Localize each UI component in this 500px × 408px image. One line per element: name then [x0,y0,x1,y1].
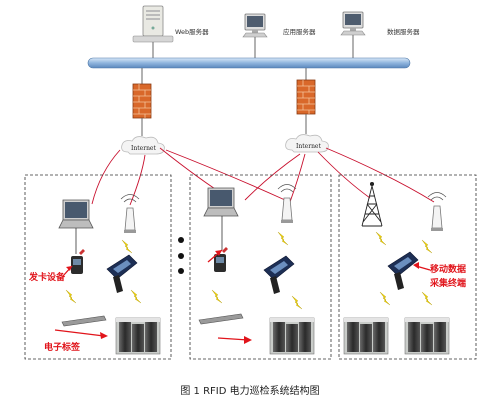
equipment-cabinet-icon [269,317,315,355]
lightning-icon [121,239,133,254]
card-reader-icon [71,249,85,274]
app-server-label: 应用服务器 [283,27,316,36]
db-server-icon [340,11,366,36]
mobile-terminal-icon [263,255,295,295]
mobile-terminal-icon [387,251,419,291]
internet-links [91,147,435,206]
lightning-icon [277,231,289,246]
equipment-cabinet-icon [115,317,161,355]
equipment-cabinet-icon [404,317,450,355]
rfid-tag-icon [198,313,244,325]
lightning-icon [421,291,433,306]
web-server-label: Web服务器 [175,27,209,36]
firewall-icon [296,79,316,115]
ellipsis-dots [178,237,184,274]
equipment-cabinet-icon [343,317,389,355]
app-server-icon [242,13,268,38]
zone-middle [189,174,332,360]
network-backbone [87,57,411,69]
mobile-terminal-label-line2: 采集终端 [429,277,466,289]
antenna-icon [427,192,447,232]
lightning-icon [291,295,303,310]
mobile-terminal-label-line1: 移动数据 [430,263,466,275]
web-server-icon [132,5,174,43]
rfid-tag-label: 电子标签 [44,341,81,353]
rfid-tag-icon [61,315,107,327]
antenna-icon [120,194,140,234]
figure-caption: 图 1 RFID 电力巡检系统结构图 [180,384,319,397]
db-server-label: 数据服务器 [387,27,420,36]
lightning-icon [379,291,391,306]
cell-tower-icon [361,181,383,227]
lightning-icon [65,289,77,304]
lightning-icon [130,289,142,304]
zone-left [24,174,172,360]
lightning-icon [375,231,387,246]
internet-label: Internet [296,143,321,150]
lightning-icon [211,289,223,304]
arrow-icon [54,329,105,337]
arrow-icon [217,337,249,341]
firewall-icon [132,83,152,119]
card-issuer-label: 发卡设备 [28,271,66,283]
laptop-icon [203,187,239,217]
mobile-terminal-icon [106,254,138,294]
antenna-icon [277,184,297,224]
laptop-icon [58,199,94,229]
internet-label: Internet [131,145,156,152]
lightning-icon [421,239,433,254]
zone-right [338,174,477,360]
